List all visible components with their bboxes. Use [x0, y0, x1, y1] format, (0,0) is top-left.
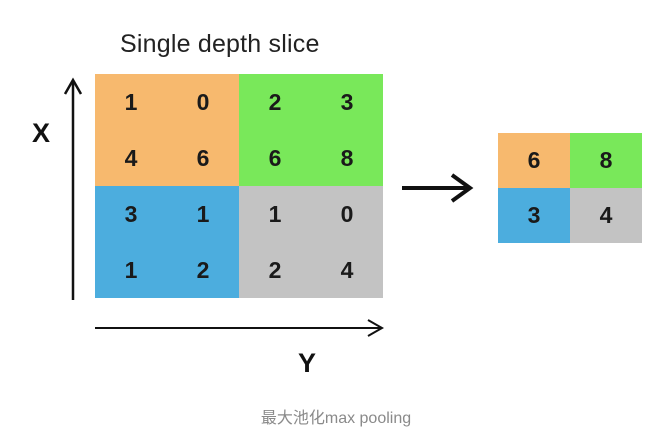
- input-cell-r4-c1: 1: [95, 242, 167, 298]
- caption: 最大池化max pooling: [260, 410, 412, 427]
- input-cell-r4-c2: 2: [167, 242, 239, 298]
- input-cell-r1-c1: 1: [95, 74, 167, 130]
- input-cell-r1-c2: 0: [167, 74, 239, 130]
- diagram-title: Single depth slice: [120, 30, 320, 58]
- x-axis-label: X: [32, 118, 51, 148]
- input-cell-r2-c4: 8: [311, 130, 383, 186]
- input-cell-r2-c2: 6: [167, 130, 239, 186]
- input-cell-r1-c3: 2: [239, 74, 311, 130]
- y-axis-arrow: [95, 319, 385, 337]
- input-cell-r3-c2: 1: [167, 186, 239, 242]
- input-cell-r4-c4: 4: [311, 242, 383, 298]
- output-cell-r2-c2: 4: [570, 188, 642, 243]
- input-cell-r3-c1: 3: [95, 186, 167, 242]
- input-cell-r3-c4: 0: [311, 186, 383, 242]
- input-cell-r1-c4: 3: [311, 74, 383, 130]
- output-cell-r1-c2: 8: [570, 133, 642, 188]
- output-cell-r2-c1: 3: [498, 188, 570, 243]
- y-axis-label: Y: [298, 348, 317, 378]
- input-cell-r2-c1: 4: [95, 130, 167, 186]
- x-axis-arrow: [63, 77, 83, 300]
- output-cell-r1-c1: 6: [498, 133, 570, 188]
- pooling-arrow: [402, 173, 474, 203]
- input-cell-r2-c3: 6: [239, 130, 311, 186]
- input-cell-r3-c3: 1: [239, 186, 311, 242]
- input-cell-r4-c3: 2: [239, 242, 311, 298]
